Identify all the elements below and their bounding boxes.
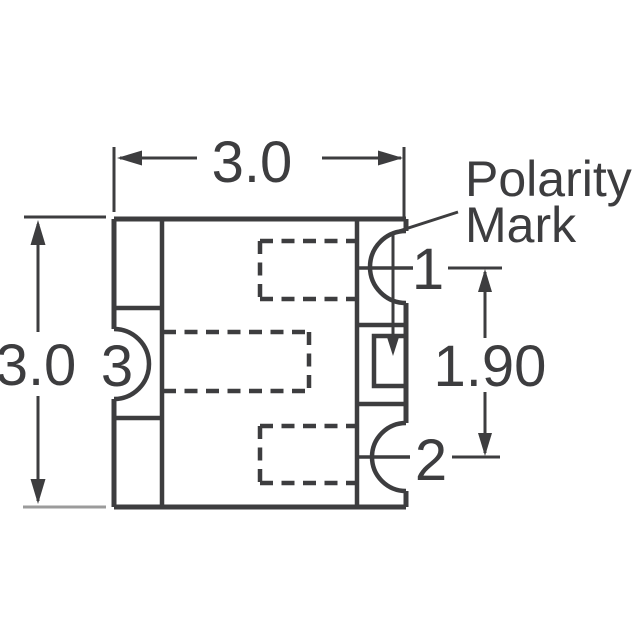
polarity-label-line1: Polarity bbox=[465, 151, 632, 207]
width-dim-label: 3.0 bbox=[212, 130, 293, 195]
height-dim-label: 3.0 bbox=[0, 333, 76, 398]
height-arrow-up-icon bbox=[30, 220, 46, 245]
polarity-leader-line bbox=[391, 210, 459, 336]
hidden-pad-middle bbox=[163, 329, 312, 394]
pin1-label: 1 bbox=[412, 237, 444, 302]
hidden-pad-top bbox=[257, 238, 355, 302]
pin3-label: 3 bbox=[101, 334, 133, 399]
polarity-arrow-icon bbox=[386, 334, 400, 356]
pitch-dim-label: 1.90 bbox=[434, 334, 547, 399]
package-body bbox=[111, 216, 413, 510]
arrowheads bbox=[30, 150, 492, 504]
polarity-label-line2: Mark bbox=[465, 197, 577, 253]
hidden-pad-outlines bbox=[163, 238, 355, 486]
pin3-notch-arc bbox=[113, 326, 152, 402]
pin2-label: 2 bbox=[415, 428, 447, 493]
width-arrow-right-icon bbox=[378, 150, 403, 166]
pitch-arrow-up-icon bbox=[478, 269, 492, 292]
labels-group: 3.0 3.0 1.90 1 2 3 Polarity Mark bbox=[0, 130, 632, 493]
pitch-arrow-down-icon bbox=[478, 433, 492, 456]
width-arrow-left-icon bbox=[117, 150, 142, 166]
height-arrow-down-icon bbox=[30, 479, 46, 504]
hidden-pad-bottom bbox=[257, 423, 355, 486]
